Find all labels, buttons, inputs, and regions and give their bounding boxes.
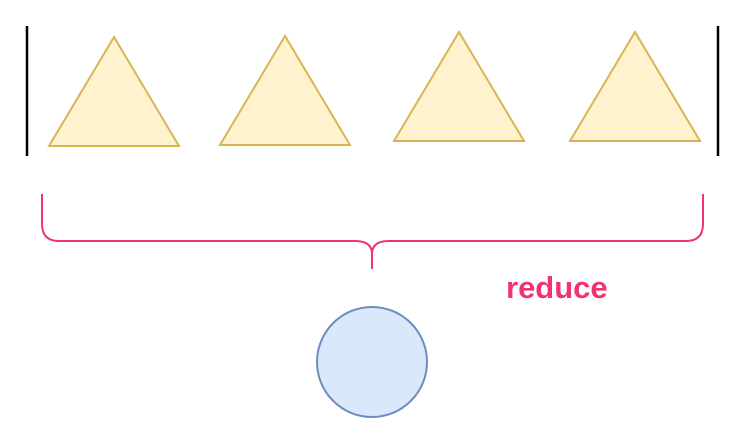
reduce-label: reduce bbox=[506, 270, 608, 305]
triangle-shape bbox=[392, 30, 526, 142]
input-elements bbox=[47, 30, 702, 147]
curly-brace bbox=[41, 194, 704, 269]
triangle-shape bbox=[568, 30, 702, 142]
result-circle bbox=[316, 306, 428, 418]
triangle-shape bbox=[218, 34, 352, 146]
triangle-shape bbox=[47, 35, 181, 147]
